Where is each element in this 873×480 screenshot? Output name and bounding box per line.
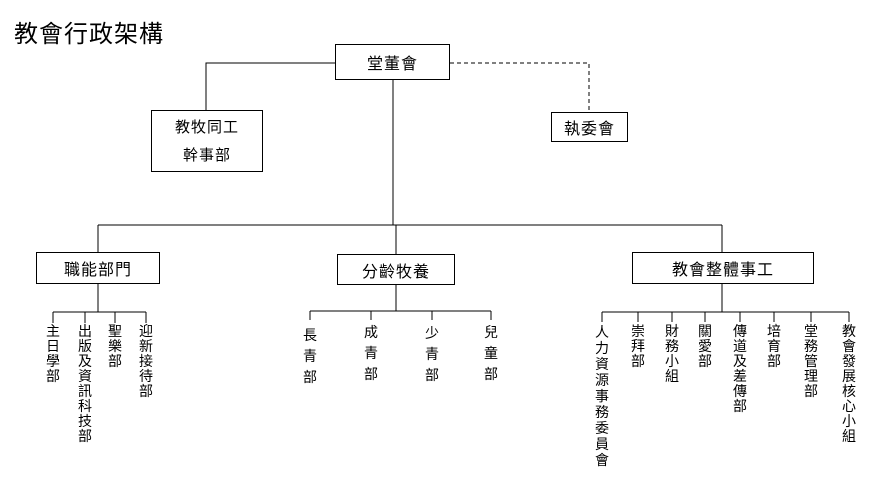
leaf-whole-7: 堂務管理部	[804, 324, 818, 400]
node-age-label: 分齡牧養	[361, 261, 430, 281]
leaf-age-2: 成青部	[364, 325, 378, 383]
node-whole: 教會整體事工	[632, 252, 814, 284]
node-age: 分齡牧養	[337, 254, 455, 285]
node-pastoral: 教牧同工 幹事部	[151, 110, 263, 172]
node-func-label: 職能部門	[63, 260, 132, 279]
leaf-whole-6: 培育部	[767, 324, 781, 370]
node-root-label: 堂董會	[366, 54, 418, 73]
connector-root-pastoral	[205, 62, 335, 110]
leaf-whole-3: 財務小組	[665, 324, 679, 385]
leaf-func-2: 出版及資訊科技部	[78, 324, 92, 445]
node-root: 堂董會	[335, 44, 450, 80]
node-whole-label: 教會整體事工	[671, 260, 774, 279]
leaf-func-1: 主日學部	[46, 324, 60, 385]
leaf-whole-8: 教會發展核心小組	[842, 324, 856, 445]
page-title: 教會行政架構	[14, 20, 164, 48]
node-exec-label: 執委會	[563, 119, 615, 138]
leaf-whole-2: 崇拜部	[631, 324, 645, 370]
node-pastoral-line1: 教牧同工	[174, 118, 239, 136]
leaf-age-4: 兒童部	[484, 325, 498, 383]
leaf-age-1: 長青部	[303, 328, 317, 386]
leaf-whole-1: 人力資源事務委員會	[595, 325, 609, 469]
connector-root-exec	[450, 62, 590, 112]
node-func: 職能部門	[36, 252, 160, 284]
node-pastoral-line2: 幹事部	[182, 146, 231, 164]
leaf-func-3: 聖樂部	[108, 324, 122, 370]
leaf-whole-4: 關愛部	[698, 324, 712, 370]
node-exec: 執委會	[551, 112, 628, 142]
leaf-age-3: 少青部	[425, 326, 439, 384]
leaf-whole-5: 傳道及差傳部	[733, 324, 747, 415]
leaf-func-4: 迎新接待部	[139, 324, 153, 400]
